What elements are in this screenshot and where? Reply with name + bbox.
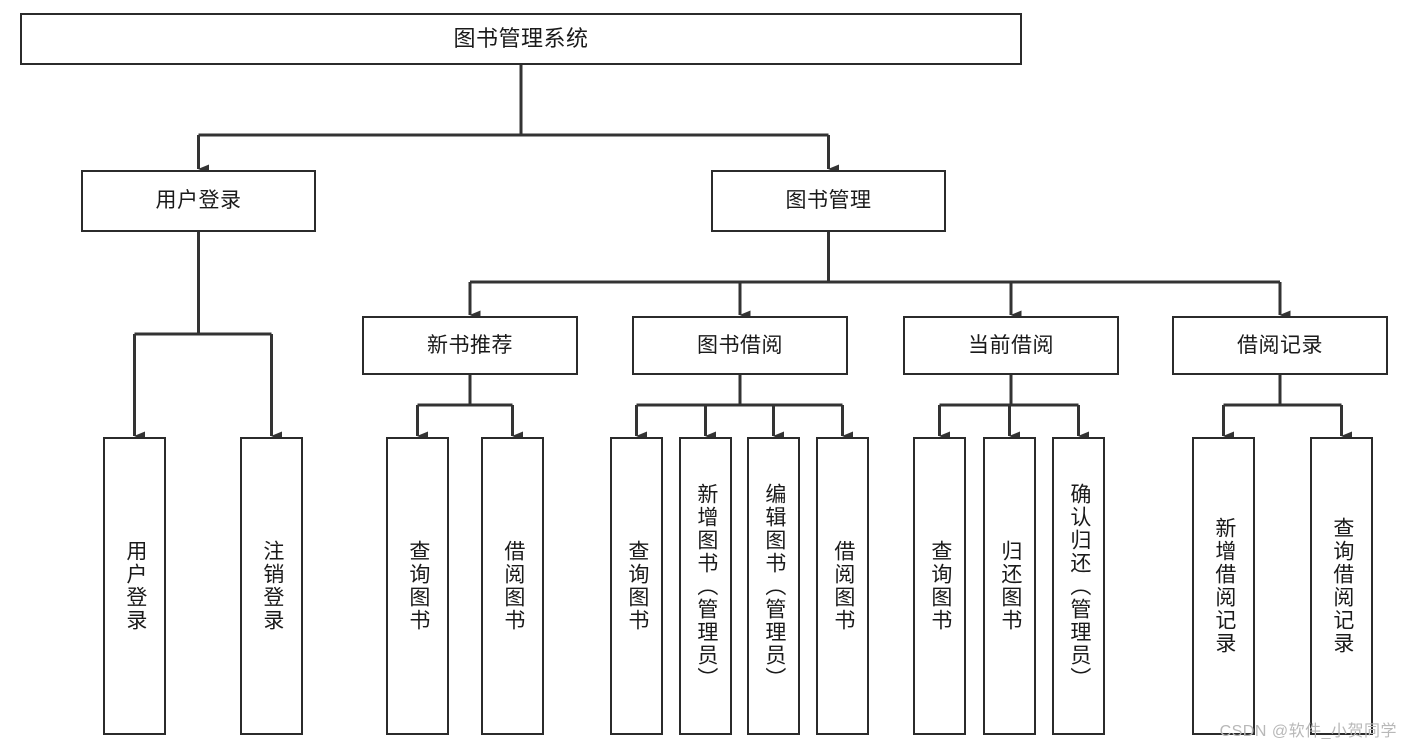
node-label: 图书管理: [785, 189, 872, 213]
node-leaf-bw-query[interactable]: 查询图书: [610, 437, 663, 735]
node-label: 确认归还（管理员）: [1067, 482, 1091, 690]
node-label: 新增图书（管理员）: [694, 482, 718, 690]
node-current[interactable]: 当前借阅: [903, 316, 1119, 375]
node-label: 用户登录: [155, 189, 242, 213]
node-borrow[interactable]: 图书借阅: [632, 316, 848, 375]
node-leaf-bw-borrow[interactable]: 借阅图书: [816, 437, 869, 735]
node-label: 用户登录: [123, 540, 147, 632]
node-label: 新书推荐: [427, 333, 513, 357]
node-label: 借阅图书: [501, 540, 525, 632]
node-leaf-cur-return[interactable]: 归还图书: [983, 437, 1036, 735]
node-label: 归还图书: [998, 540, 1022, 632]
node-label: 新增借阅记录: [1212, 517, 1236, 655]
node-leaf-nb-query[interactable]: 查询图书: [386, 437, 449, 735]
node-leaf-bw-add[interactable]: 新增图书（管理员）: [679, 437, 732, 735]
node-leaf-user-logout[interactable]: 注销登录: [240, 437, 303, 735]
node-root[interactable]: 图书管理系统: [20, 13, 1022, 65]
node-leaf-rec-add[interactable]: 新增借阅记录: [1192, 437, 1255, 735]
node-leaf-nb-borrow[interactable]: 借阅图书: [481, 437, 544, 735]
node-label: 查询借阅记录: [1330, 517, 1354, 655]
node-label: 借阅图书: [831, 540, 855, 632]
node-leaf-cur-confirm[interactable]: 确认归还（管理员）: [1052, 437, 1105, 735]
node-leaf-user-login[interactable]: 用户登录: [103, 437, 166, 735]
node-leaf-cur-query[interactable]: 查询图书: [913, 437, 966, 735]
connector-lines: [133, 65, 1352, 441]
node-label: 查询图书: [406, 540, 430, 632]
node-label: 图书借阅: [697, 333, 783, 357]
node-label: 借阅记录: [1237, 333, 1323, 357]
node-label: 查询图书: [625, 540, 649, 632]
node-label: 查询图书: [928, 540, 952, 632]
node-label: 编辑图书（管理员）: [762, 482, 786, 690]
csdn-watermark: CSDN @软件_小贺同学: [1219, 723, 1397, 740]
node-label: 注销登录: [260, 540, 284, 632]
node-login[interactable]: 用户登录: [81, 170, 316, 232]
node-leaf-bw-edit[interactable]: 编辑图书（管理员）: [747, 437, 800, 735]
node-records[interactable]: 借阅记录: [1172, 316, 1388, 375]
node-newbook[interactable]: 新书推荐: [362, 316, 578, 375]
node-bookmgmt[interactable]: 图书管理: [711, 170, 946, 232]
node-leaf-rec-query[interactable]: 查询借阅记录: [1310, 437, 1373, 735]
node-label: 图书管理系统: [453, 25, 589, 51]
node-label: 当前借阅: [968, 333, 1054, 357]
